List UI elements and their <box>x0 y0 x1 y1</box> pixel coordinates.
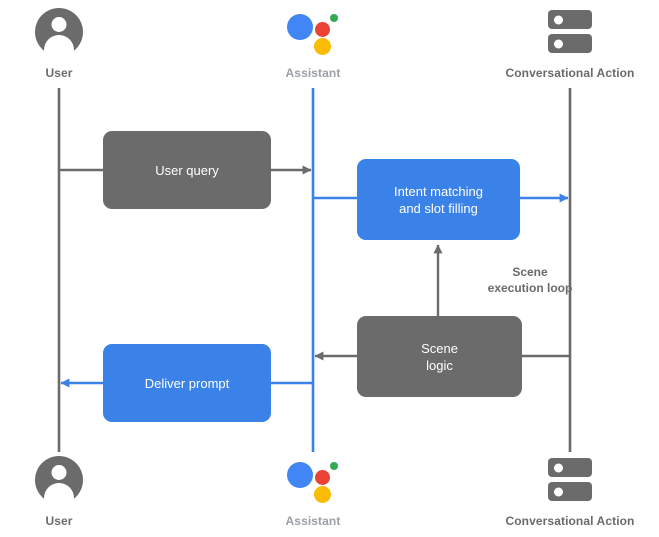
step-box-intent-matching[interactable]: Intent matching and slot filling <box>357 159 520 240</box>
user-avatar-icon <box>35 8 83 57</box>
step-label-user-query: User query <box>155 162 219 178</box>
assistant-dot-yellow-icon <box>314 38 331 55</box>
server-led-top-icon <box>554 463 563 472</box>
actor-label-user-top: User <box>45 66 73 80</box>
user-avatar-icon <box>35 456 83 505</box>
server-icon <box>548 8 592 56</box>
actor-label-conversational-action-bottom: Conversational Action <box>505 514 635 528</box>
google-assistant-icon <box>287 456 339 504</box>
actor-label-user-bottom: User <box>45 514 73 528</box>
server-unit-bottom-shape <box>548 482 592 501</box>
assistant-dot-blue-icon <box>287 14 313 40</box>
server-unit-bottom-shape <box>548 34 592 53</box>
step-label-deliver-prompt: Deliver prompt <box>144 375 230 391</box>
avatar-body-shape <box>44 483 74 505</box>
actor-user-top: User <box>0 8 139 80</box>
actor-conversational-action-top: Conversational Action <box>490 8 650 80</box>
avatar-head-shape <box>51 465 67 480</box>
actor-label-assistant-bottom: Assistant <box>285 514 341 528</box>
assistant-dot-yellow-icon <box>314 486 331 503</box>
avatar-head-shape <box>51 17 67 32</box>
avatar-body-shape <box>44 35 74 57</box>
server-led-bottom-icon <box>554 487 563 496</box>
annotation-scene-execution-loop: Scene execution loop <box>487 265 573 295</box>
actor-assistant-bottom: Assistant <box>233 456 393 528</box>
step-box-scene-logic[interactable]: Scene logic <box>357 316 522 397</box>
server-led-top-icon <box>554 15 563 24</box>
assistant-dot-green-icon <box>330 462 338 470</box>
actor-user-bottom: User <box>0 456 139 528</box>
assistant-dot-green-icon <box>330 14 338 22</box>
actor-label-conversational-action-top: Conversational Action <box>505 66 635 80</box>
assistant-dot-red-icon <box>315 22 330 37</box>
step-box-deliver-prompt[interactable]: Deliver prompt <box>103 344 271 422</box>
server-unit-top-shape <box>548 458 592 477</box>
server-led-bottom-icon <box>554 39 563 48</box>
actor-label-assistant-top: Assistant <box>285 66 341 80</box>
server-icon <box>548 456 592 504</box>
assistant-dot-blue-icon <box>287 462 313 488</box>
actor-assistant-top: Assistant <box>233 8 393 80</box>
step-box-user-query[interactable]: User query <box>103 131 271 209</box>
actor-conversational-action-bottom: Conversational Action <box>490 456 650 528</box>
server-unit-top-shape <box>548 10 592 29</box>
assistant-dot-red-icon <box>315 470 330 485</box>
google-assistant-icon <box>287 8 339 56</box>
step-label-intent-matching: Intent matching and slot filling <box>394 183 483 216</box>
step-label-scene-logic: Scene logic <box>421 340 458 373</box>
